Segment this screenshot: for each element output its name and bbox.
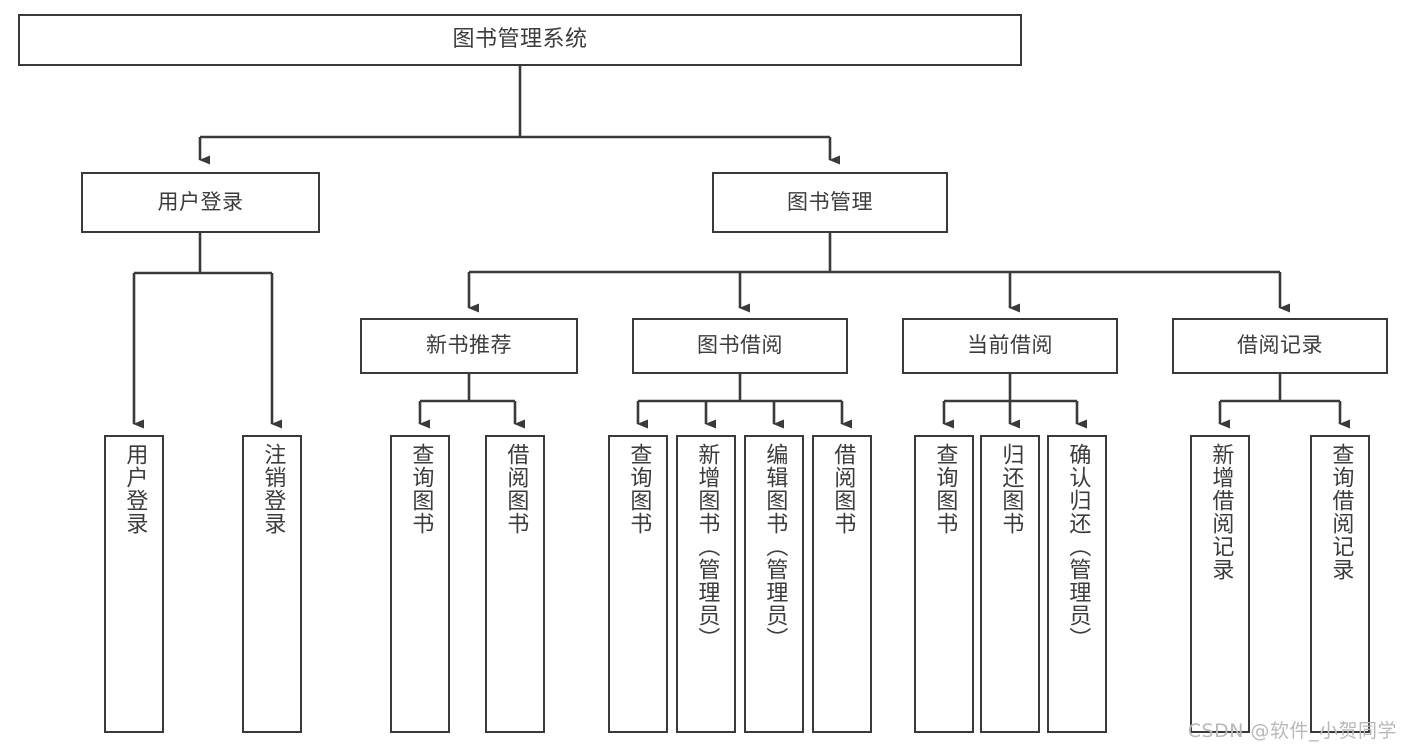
node-label: 借阅图书 xyxy=(503,443,529,535)
node-user-login[interactable]: 用户登录 xyxy=(81,172,320,233)
node-leaf-query-book-borrow[interactable]: 查询图书 xyxy=(608,435,668,733)
node-leaf-borrow-book[interactable]: 借阅图书 xyxy=(812,435,872,733)
node-borrow-record[interactable]: 借阅记录 xyxy=(1172,318,1388,374)
node-label: 图书借阅 xyxy=(697,333,783,358)
node-leaf-user-login[interactable]: 用户登录 xyxy=(104,435,164,733)
node-label: 查询图书 xyxy=(408,443,434,535)
node-label: 新书推荐 xyxy=(426,333,512,358)
node-new-book-recommendation[interactable]: 新书推荐 xyxy=(360,318,578,374)
node-current-borrow[interactable]: 当前借阅 xyxy=(902,318,1118,374)
node-label: 新增图书（管理员） xyxy=(694,443,720,650)
node-label: 编辑图书（管理员） xyxy=(762,443,788,650)
node-label: 当前借阅 xyxy=(967,333,1053,358)
node-leaf-logout[interactable]: 注销登录 xyxy=(242,435,302,733)
node-label: 借阅记录 xyxy=(1237,333,1323,358)
node-label: 用户登录 xyxy=(157,189,244,214)
node-label: 注销登录 xyxy=(260,443,286,535)
node-label: 查询借阅记录 xyxy=(1328,443,1354,581)
node-leaf-query-book-current[interactable]: 查询图书 xyxy=(914,435,974,733)
node-leaf-query-borrow-record[interactable]: 查询借阅记录 xyxy=(1310,435,1370,733)
node-book-management[interactable]: 图书管理 xyxy=(712,172,948,233)
node-leaf-confirm-return-admin[interactable]: 确认归还（管理员） xyxy=(1047,435,1107,733)
watermark-text: CSDN @软件_小贺同学 xyxy=(1187,720,1397,742)
node-leaf-add-book-admin[interactable]: 新增图书（管理员） xyxy=(676,435,736,733)
node-leaf-query-book-recommend[interactable]: 查询图书 xyxy=(390,435,450,733)
node-leaf-add-borrow-record[interactable]: 新增借阅记录 xyxy=(1190,435,1250,733)
node-leaf-return-book[interactable]: 归还图书 xyxy=(980,435,1040,733)
node-label: 归还图书 xyxy=(998,443,1024,535)
node-label: 借阅图书 xyxy=(830,443,856,535)
node-book-borrow[interactable]: 图书借阅 xyxy=(632,318,848,374)
node-label: 用户登录 xyxy=(122,443,148,535)
node-label: 图书管理系统 xyxy=(452,26,588,52)
node-label: 查询图书 xyxy=(932,443,958,535)
node-leaf-borrow-book-recommend[interactable]: 借阅图书 xyxy=(485,435,545,733)
node-label: 查询图书 xyxy=(626,443,652,535)
node-label: 确认归还（管理员） xyxy=(1065,443,1091,650)
node-root-book-management-system[interactable]: 图书管理系统 xyxy=(18,14,1022,66)
node-label: 图书管理 xyxy=(787,189,873,214)
node-label: 新增借阅记录 xyxy=(1208,443,1234,581)
node-leaf-edit-book-admin[interactable]: 编辑图书（管理员） xyxy=(744,435,804,733)
